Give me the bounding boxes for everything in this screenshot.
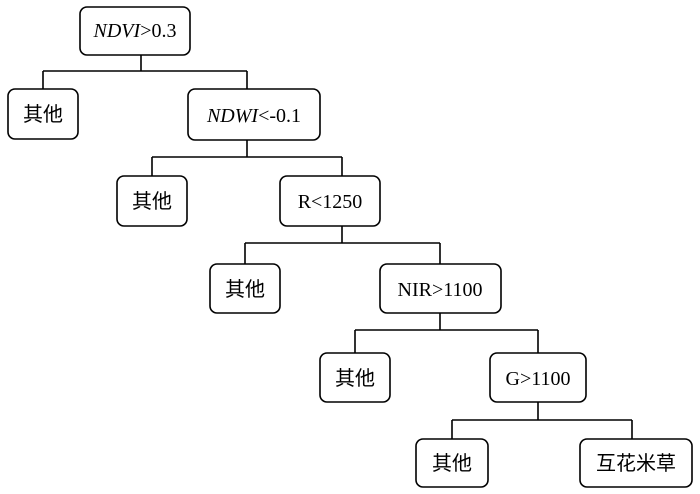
node-g: G>1100	[489, 352, 587, 403]
node-box	[116, 175, 188, 227]
condition-ndvi: >0.3	[140, 20, 176, 42]
connector-g	[451, 402, 633, 439]
leaf-label: 其他	[335, 367, 375, 390]
condition-r: R<1250	[298, 191, 363, 213]
node-leaf-3: 其他	[209, 263, 281, 314]
node-root-ndvi: NDVI>0.3	[79, 6, 191, 56]
variable-ndwi: NDWI	[206, 105, 259, 127]
tree-connectors	[42, 55, 633, 439]
connector-root	[42, 55, 248, 89]
condition-ndwi: <-0.1	[258, 105, 301, 127]
condition-g: G>1100	[506, 368, 571, 390]
node-box	[209, 263, 281, 314]
node-box	[279, 175, 381, 227]
leaf-label: 其他	[225, 278, 265, 301]
node-box	[7, 88, 79, 140]
node-r: R<1250	[279, 175, 381, 227]
node-box	[79, 6, 191, 56]
leaf-label: 其他	[23, 103, 63, 126]
node-leaf-4: 其他	[319, 352, 391, 403]
node-ndwi: NDWI<-0.1	[187, 88, 321, 141]
node-box	[415, 438, 489, 488]
variable-ndvi: NDVI	[93, 20, 142, 42]
connector-ndwi	[151, 140, 343, 176]
node-box	[379, 263, 502, 314]
connector-r	[244, 226, 441, 264]
node-leaf-2: 其他	[116, 175, 188, 227]
leaf-label: 其他	[432, 452, 472, 475]
connector-nir	[354, 313, 539, 353]
node-label: NDWI<-0.1	[206, 105, 301, 127]
node-box	[489, 352, 587, 403]
node-label: NDVI>0.3	[93, 20, 177, 42]
node-leaf-5: 其他	[415, 438, 489, 488]
node-leaf-1: 其他	[7, 88, 79, 140]
node-box	[579, 438, 693, 488]
leaf-label: 其他	[132, 190, 172, 213]
condition-nir: NIR>1100	[398, 279, 483, 301]
node-box	[187, 88, 321, 141]
node-class-spartina: 互花米草	[579, 438, 693, 488]
node-nir: NIR>1100	[379, 263, 502, 314]
node-box	[319, 352, 391, 403]
class-label: 互花米草	[596, 452, 676, 475]
